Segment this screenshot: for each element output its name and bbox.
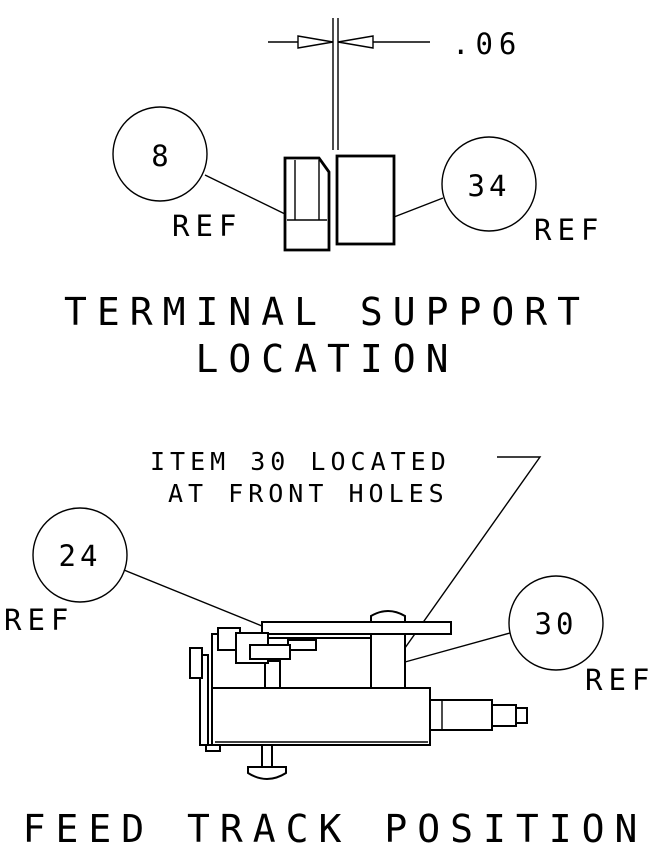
leader-34 — [393, 197, 444, 218]
ref-label-30: REF — [585, 663, 655, 697]
terminal-support-part — [283, 156, 331, 252]
feed-track-view: ITEM 30 LOCATED AT FRONT HOLES 24 REF 30… — [4, 447, 655, 851]
note-line-2: AT FRONT HOLES — [168, 479, 449, 508]
note-line-1: ITEM 30 LOCATED — [150, 447, 451, 476]
note-leader — [399, 456, 542, 656]
leader-8 — [204, 174, 286, 215]
dimension-arrows — [268, 35, 430, 49]
balloon-34-number: 34 — [468, 169, 511, 203]
balloon-30-number: 30 — [535, 607, 578, 641]
balloon-30: 30 — [508, 575, 604, 671]
balloon-8-number: 8 — [151, 139, 168, 173]
terminal-support-view: .06 8 REF 34 REF TERMINAL SUPPORT LOCATI… — [64, 18, 604, 381]
balloon-8: 8 — [112, 106, 208, 202]
ref-label-34: REF — [534, 213, 604, 247]
ref-label-24: REF — [4, 603, 74, 637]
dimension-value: .06 — [452, 27, 522, 61]
title-location: LOCATION — [195, 337, 458, 381]
feed-track-assembly — [189, 610, 528, 780]
ref-label-8: REF — [172, 209, 242, 243]
leader-24 — [123, 569, 263, 627]
title-terminal-support: TERMINAL SUPPORT — [64, 290, 590, 334]
balloon-24-number: 24 — [59, 539, 102, 573]
balloon-34: 34 — [441, 136, 537, 232]
mating-part — [335, 154, 396, 246]
balloon-24: 24 — [32, 507, 128, 603]
title-feed-track-position: FEED TRACK POSITION — [23, 807, 648, 851]
leader-30 — [404, 632, 511, 663]
